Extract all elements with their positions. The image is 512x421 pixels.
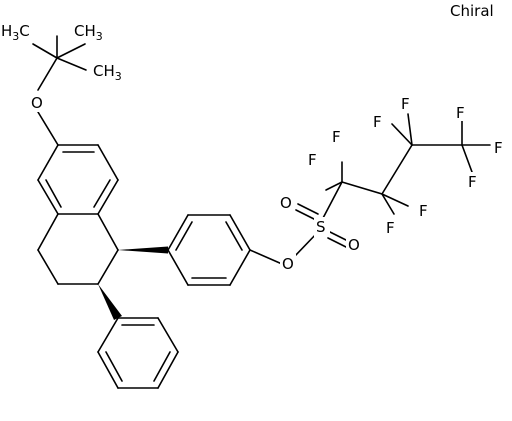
atom-f4: F <box>401 95 410 113</box>
atom-f9: F <box>386 219 395 237</box>
atom-o-s-upper: O <box>280 194 292 212</box>
atom-f3: F <box>373 113 382 131</box>
atom-o-ester: O <box>282 255 294 273</box>
atom-s: S <box>316 218 326 236</box>
chiral-label: Chiral <box>450 2 494 20</box>
ether-bonds <box>37 111 59 146</box>
naphthalene-aromatic-ring <box>37 144 119 215</box>
atom-o-ether: O <box>31 94 43 112</box>
atom-f8: F <box>419 202 428 220</box>
phenyl-ring <box>97 317 179 389</box>
sulfonate-bonds <box>249 181 349 265</box>
atom-ch3-lower: CH3 <box>93 62 122 83</box>
atom-f6: F <box>494 139 503 157</box>
stereo-wedge-c1 <box>118 246 168 254</box>
phenylene-ring <box>167 214 251 286</box>
atom-f1: F <box>308 151 317 169</box>
stereo-wedge-c2 <box>98 284 122 320</box>
atom-ch3-left: H3C <box>1 22 30 43</box>
perfluorobutyl-bonds <box>325 113 491 215</box>
atom-f5: F <box>456 104 465 122</box>
tert-butyl-bonds <box>32 35 87 91</box>
saturated-ring <box>37 213 119 285</box>
atom-labels: H3C CH3 CH3 O O S O O F F F F F F F F F <box>0 20 506 274</box>
atom-o-s-lower: O <box>348 236 360 254</box>
atom-f2: F <box>332 128 341 146</box>
atom-ch3-right: CH3 <box>74 22 103 43</box>
atom-f7: F <box>468 173 477 191</box>
